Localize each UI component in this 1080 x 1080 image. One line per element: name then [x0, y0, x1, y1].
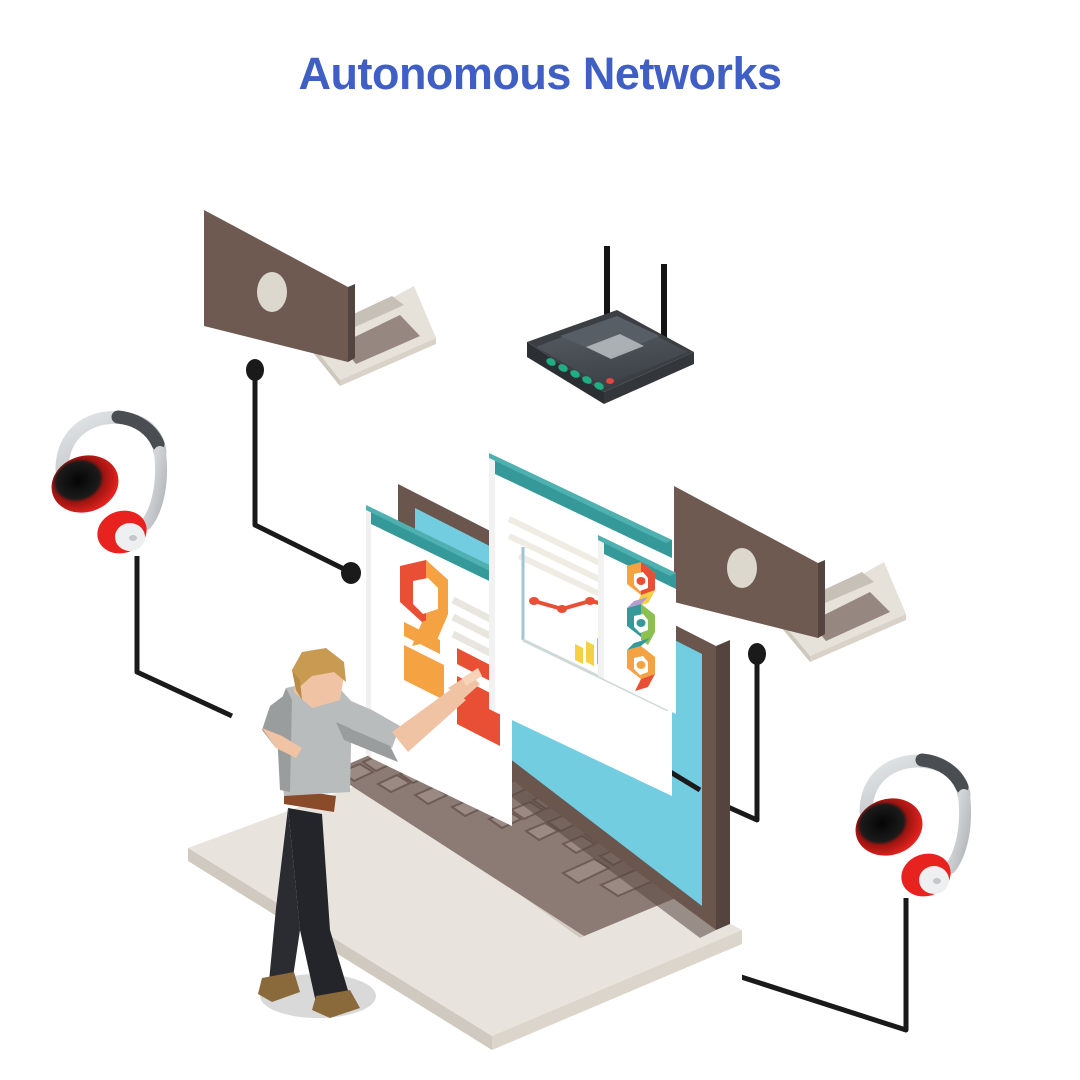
kpi-donut-3: [627, 638, 655, 691]
wifi-router[interactable]: [527, 246, 694, 404]
headphones-left[interactable]: [44, 410, 167, 570]
connector-headphones-left: [134, 570, 234, 719]
connector-headphones-right: [706, 900, 909, 1033]
laptop-top-left[interactable]: [204, 210, 436, 386]
laptop-right[interactable]: [674, 486, 906, 662]
person-engineer[interactable]: [258, 648, 482, 1018]
orange-block: [404, 645, 444, 700]
page-title: Autonomous Networks: [298, 48, 782, 99]
orange-bar: [404, 622, 440, 654]
panel-text-lines: [451, 596, 498, 660]
kpi-panel[interactable]: [598, 535, 676, 714]
connector-laptop-top-left: [246, 359, 361, 584]
router-led-indicators: [546, 358, 614, 390]
kpi-donut-2: [627, 597, 655, 645]
red-bar: [457, 648, 498, 685]
left-donut-chart: [400, 560, 448, 646]
headphones-right[interactable]: [848, 753, 971, 903]
